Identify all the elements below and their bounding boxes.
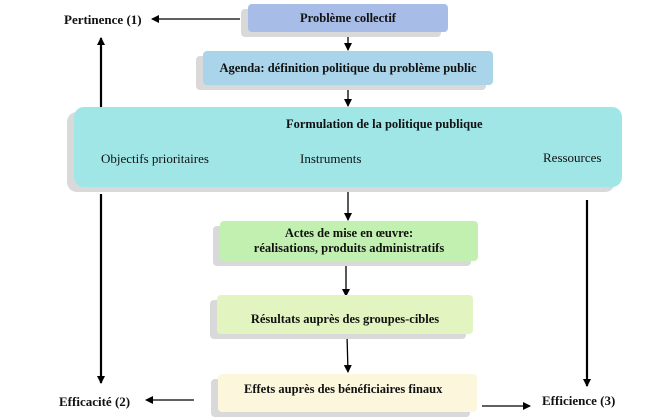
pertinence-label: Pertinence (1): [64, 12, 142, 27]
effets-label: Effets auprès des bénéficiaires finaux: [244, 382, 443, 396]
instruments-label: Instruments: [300, 151, 362, 166]
effets-box: Effets auprès des bénéficiaires finaux: [218, 374, 477, 412]
arrow-resultats-to-effets: [343, 334, 352, 373]
probleme-collectif-box: Problème collectif: [248, 4, 448, 32]
efficience-label: Efficience (3): [542, 393, 616, 408]
objectifs-label: Objectifs prioritaires: [101, 151, 209, 166]
ressources-label: Ressources: [543, 150, 602, 165]
probleme-collectif-label: Problème collectif: [300, 10, 396, 25]
actes-line2: réalisations, produits administratifs: [253, 241, 445, 255]
actes-line1: Actes de mise en œuvre:: [284, 226, 414, 240]
efficacite-label: Efficacité (2): [59, 394, 131, 409]
resultats-box: Résultats auprès des groupes-cibles: [217, 295, 473, 334]
formulation-title: Formulation de la politique publique: [286, 117, 483, 131]
agenda-box: Agenda: définition politique du problème…: [203, 51, 493, 85]
actes-box: Actes de mise en œuvre: réalisations, pr…: [220, 221, 478, 261]
resultats-label: Résultats auprès des groupes-cibles: [250, 312, 440, 326]
formulation-box: Formulation de la politique publique Obj…: [74, 107, 622, 187]
agenda-label: Agenda: définition politique du problème…: [219, 60, 477, 75]
